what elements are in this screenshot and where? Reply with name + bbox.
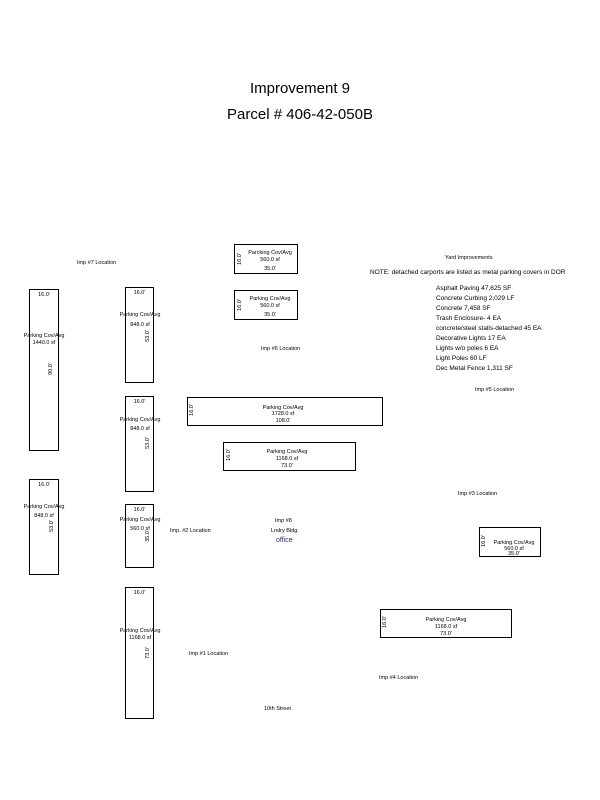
cover-dim-width: 16.0' [226,449,232,461]
cover-label: Parking Cov/Avg [262,405,304,411]
parking-cover: 16.0' Parking Cov/Avg 848.0 sf 53.0' [120,287,160,383]
yard-item: Light Poles 60 LF [436,355,487,362]
cover-dim-length: 73.0' [440,631,452,637]
yard-item: Trash Enclosure- 4 EA [436,315,502,322]
cover-area: 848.0 sf [34,513,54,519]
cover-dim-width: 16.0' [237,299,243,311]
cover-label: Parking Cov/Avg [119,517,161,523]
parking-cover: 16.0' Parking Cov/Avg 848.0 sf 53.0' [120,396,160,492]
yard-item: Lights w/o poles 6 EA [436,345,499,352]
cover-dim-length: 53.0' [49,520,55,532]
cover-label: Parking Cov/Avg [119,312,161,318]
imp8-label: Imp #8 [275,518,292,524]
cover-area: 848.0 sf [130,322,150,328]
cover-dim-length: 53.0' [145,437,151,449]
imp6-location-label: Imp #6 Location [261,346,301,352]
cover-dim-width: 16.0' [133,290,146,296]
cover-dim-length: 35.0' [264,312,276,318]
yard-item: Dec Metal Fence 1,311 SF [436,365,513,372]
cover-dim-length: 35.0' [508,551,520,557]
yard-item: Concrete Curbing 2,029 LF [436,295,515,302]
street-label: 10th Street [264,706,291,712]
cover-dim-width: 16.0' [189,404,195,416]
cover-dim-length: 35.0' [264,266,276,272]
cover-dim-length: 53.0' [145,330,151,342]
cover-dim-length: 73.0' [281,463,293,469]
yard-improvements-title: Yard Improvements [445,255,493,261]
yard-item-list: Asphalt Paving 47,625 SF Concrete Curbin… [436,284,542,374]
laundry-building-label: Lndry Bldg. [271,528,299,534]
page-title: Improvement 9 [249,80,351,97]
cover-label: Parking Cov/Avg [493,540,535,546]
cover-area: 1728.0 sf [271,411,295,417]
cover-label: Parking Cov/Avg [119,417,161,423]
parking-cover: 16.0' Parking Cov/Avg 848.0 sf 53.0' [24,479,64,575]
cover-dim-width: 16.0' [133,590,146,596]
parking-cover: Parking Cov/Avg 1728.0 sf 108.0' 16.0' [187,397,383,426]
cover-dim-length: 108.0' [275,418,291,424]
imp3-location-label: Imp #3 Location [458,491,498,497]
parking-cover: 16.0' Parking Cov/Avg 1440.0 sf 90.0' [24,289,64,451]
cover-dim-width: 16.0' [382,616,388,628]
parking-cover: 16.0' Parking Cov/Avg 1168.0 sf 73.0' [120,587,160,719]
cover-label: Parking Cov/Avg [119,628,161,634]
parking-cover: Parking Cov/Avg 1168.0 sf 73.0' 16.0' [380,609,512,638]
parking-cover: Parcking Cov/Avg 560.0 sf 35.0' 16.0' [234,244,298,274]
imp4-location-label: Imp #4 Location [379,675,419,681]
imp5-location-label: Imp #5 Location [475,387,515,393]
cover-area: 1440.0 sf [32,340,56,346]
cover-dim-length: 90.0' [48,363,54,375]
cover-area: 1168.0 sf [434,624,458,630]
cover-label: Parking Cov/Avg [23,333,65,339]
yard-item: Asphalt Paving 47,625 SF [436,285,512,292]
cover-area: 1168.0 sf [275,456,299,462]
yard-item: concrete/steel stalls-detached 45 EA [436,325,542,332]
cover-dim-width: 16.0' [38,482,50,488]
cover-area: 848.0 sf [130,426,150,432]
cover-dim-width: 16.0' [133,507,146,513]
yard-item: Concrete 7,458 SF [436,305,491,312]
yard-note: NOTE: detached carports are listed as me… [370,269,566,276]
imp2-location-label: Imp. #2 Location [170,528,211,534]
parking-cover: Parking Cov/Avg 1168.0 sf 73.0' 16.0' [223,442,356,471]
parking-cover: 16.0' Parking Cov/Avg 560.0 sf 35.0' [120,504,160,568]
cover-dim-width: 16.0' [237,253,243,265]
cover-dim-length: 73.0' [145,647,151,659]
cover-dim-width: 16.0' [133,399,146,405]
cover-label: Parking Cov/Avg [249,296,291,302]
cover-area: 1168.0 sf [128,635,152,641]
cover-area: 560.0 sf [260,303,280,309]
cover-label: Parcking Cov/Avg [248,250,292,256]
cover-label: Parking Cov/Avg [425,617,467,623]
cover-area: 560.0 sf [130,526,150,532]
yard-item: Decorative Lights 17 EA [436,335,506,342]
parcel-number: Parcel # 406-42-050B [227,106,373,123]
cover-dim-width: 16.0' [38,292,50,298]
cover-area: 560.0 sf [260,257,280,263]
cover-label: Parking Cov/Avg [23,504,65,510]
cover-dim-length: 35.0' [145,530,151,542]
imp1-location-label: Imp #1 Location [189,651,229,657]
cover-label: Parking Cov/Avg [266,449,308,455]
cover-dim-width: 16.0' [481,535,487,547]
cover-area: 560.0 sf [504,546,524,552]
parking-cover: Parking Cov/Avg 560.0 sf 35.0' 16.0' [479,527,541,557]
imp7-location-label: Imp #7 Location [77,260,117,266]
parking-cover: Parking Cov/Avg 560.0 sf 35.0' 16.0' [234,290,298,320]
office-label: office [276,537,293,544]
